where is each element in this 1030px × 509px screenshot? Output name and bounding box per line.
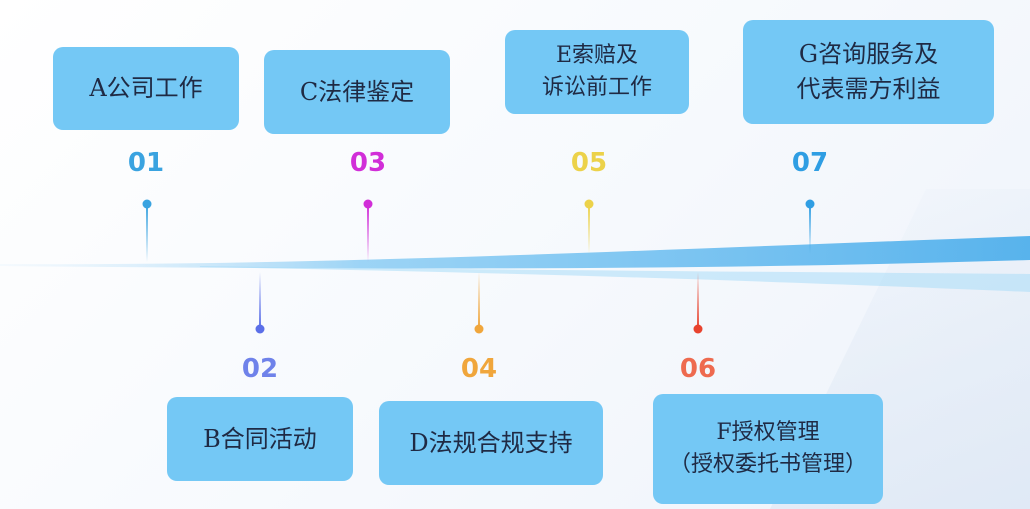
stage-stem-02 (259, 272, 261, 329)
stage-number-05: 05 (570, 148, 608, 178)
stage-card-e-line-2: 诉讼前工作 (541, 75, 652, 100)
stage-dot-07 (805, 199, 815, 209)
stage-card-c: C法律鉴定 (264, 50, 450, 134)
stage-card-e: E索赔及 诉讼前工作 (505, 30, 689, 114)
stage-card-a-line-1: A公司工作 (89, 74, 203, 103)
stage-number-04: 04 (460, 354, 498, 384)
stage-number-03: 03 (349, 148, 387, 178)
stage-card-e-line-1: E索赔及 (555, 43, 639, 69)
stage-stem-01 (146, 204, 148, 262)
stage-stem-07 (809, 204, 811, 254)
stage-dot-02 (255, 324, 265, 334)
stage-card-d-line-1: D法规合规支持 (409, 428, 573, 457)
stage-number-06: 06 (679, 354, 717, 384)
stage-dot-01 (142, 199, 152, 209)
stage-stem-04 (478, 272, 480, 329)
stage-card-f: F授权管理 （授权委托书管理） (653, 394, 883, 504)
stage-dot-06 (693, 324, 703, 334)
stage-card-f-line-2: （授权委托书管理） (668, 452, 867, 477)
stage-card-g-line-2: 代表需方利益 (796, 75, 941, 103)
stage-number-07: 07 (791, 148, 829, 178)
stage-card-b-line-1: B合同活动 (203, 424, 317, 453)
stage-dot-04 (474, 324, 484, 334)
stage-card-g: G咨询服务及 代表需方利益 (743, 20, 994, 124)
stage-card-b: B合同活动 (167, 397, 353, 481)
stage-card-f-line-1: F授权管理 (716, 420, 820, 446)
stage-card-a: A公司工作 (53, 47, 239, 130)
stage-stem-06 (697, 272, 699, 329)
stage-number-02: 02 (241, 354, 279, 384)
stage-stem-05 (588, 204, 590, 254)
stage-dot-05 (584, 199, 594, 209)
stage-card-c-line-1: C法律鉴定 (299, 77, 415, 106)
stage-dot-03 (363, 199, 373, 209)
stage-number-01: 01 (127, 148, 165, 178)
stage-card-d: D法规合规支持 (379, 401, 603, 485)
stage-card-g-line-1: G咨询服务及 (798, 40, 939, 69)
timeline-band (0, 236, 1030, 292)
stage-stem-03 (367, 204, 369, 262)
